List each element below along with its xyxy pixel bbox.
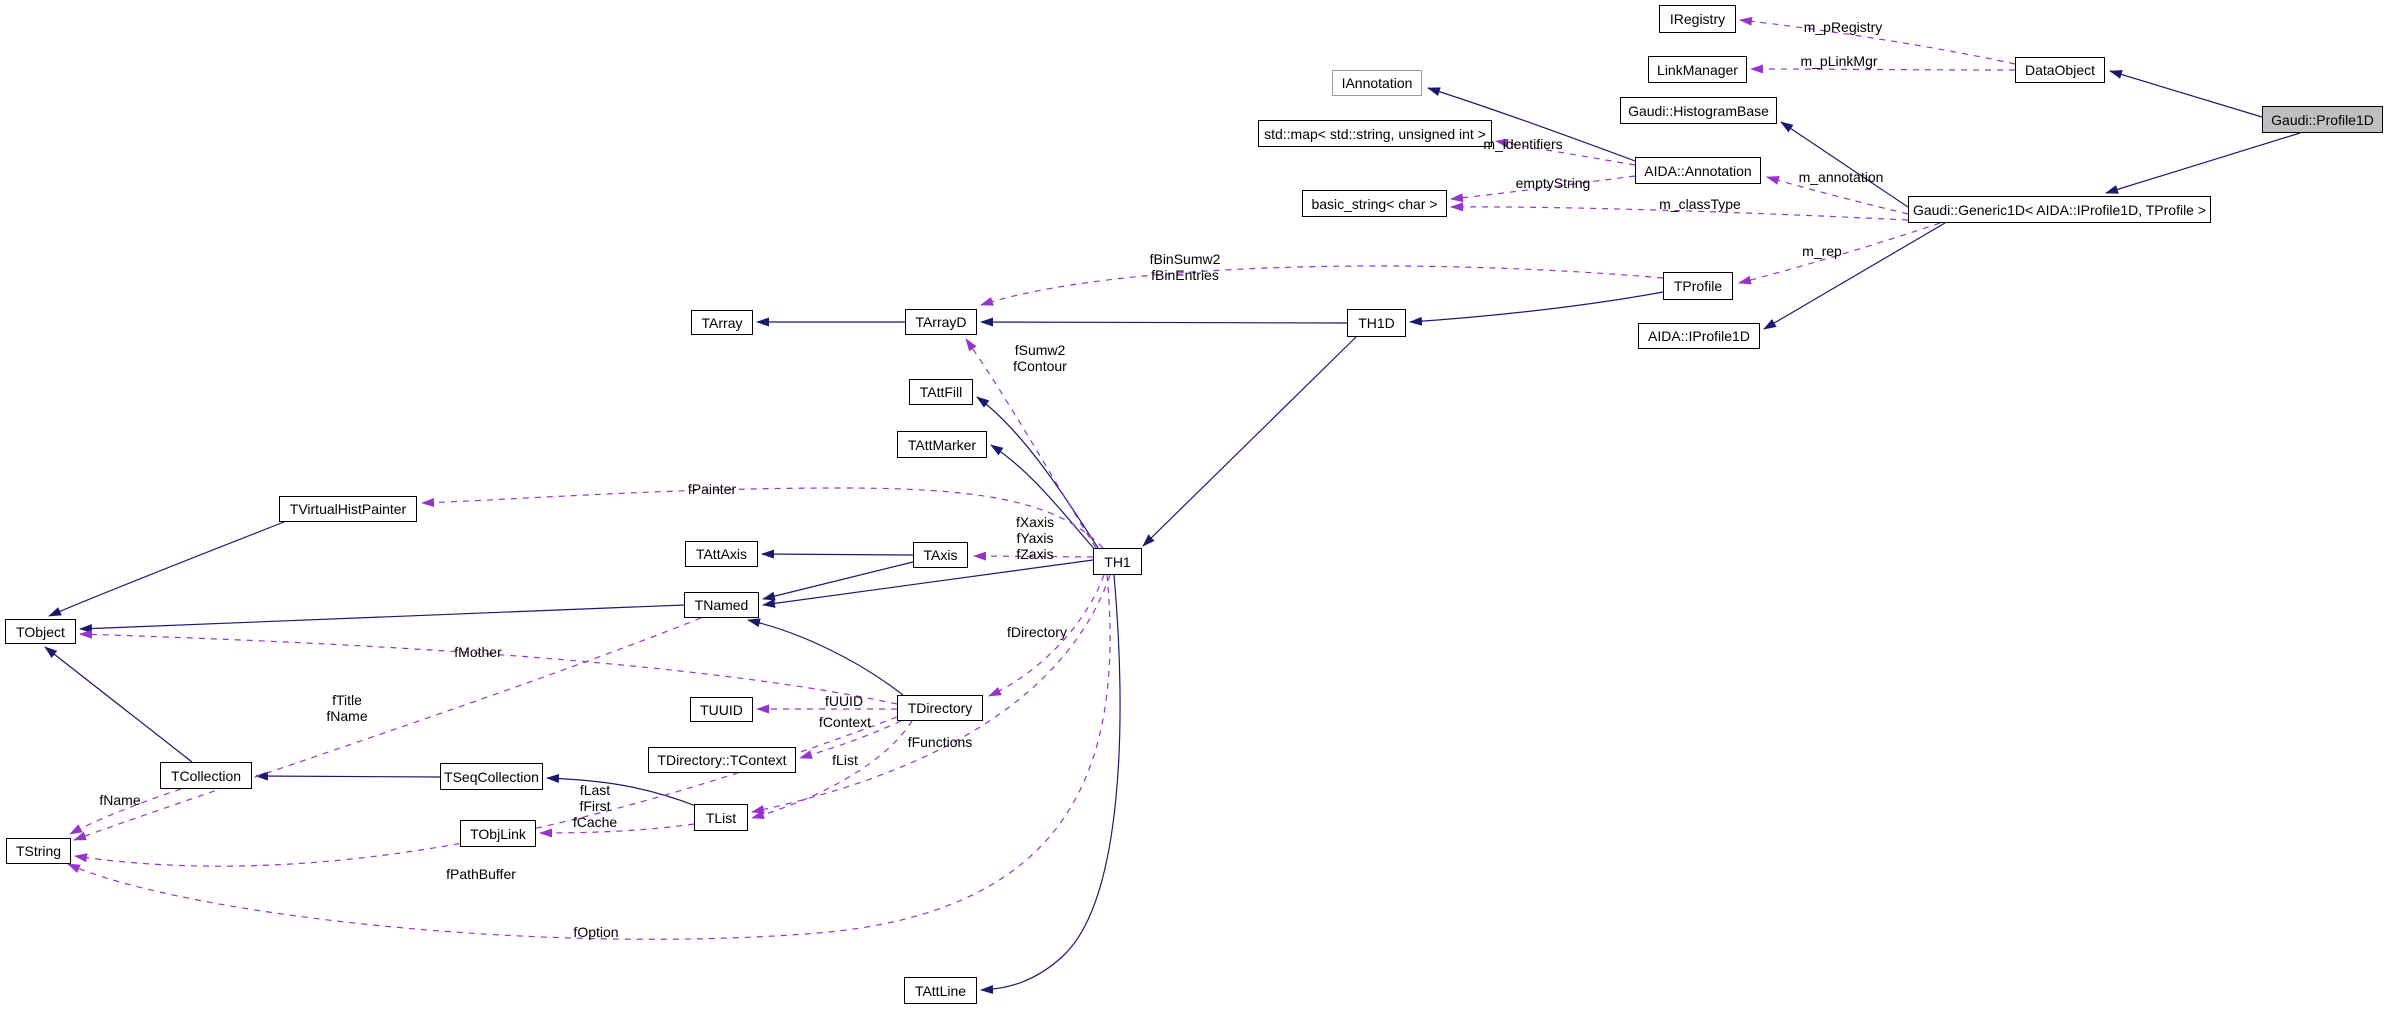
edge-tlist-to-tobjlink: [539, 823, 695, 838]
class-node-gaudi-histogrambase[interactable]: Gaudi::HistogramBase: [1620, 97, 1777, 124]
edge-label-m_annotation: m_annotation: [1798, 169, 1884, 185]
edge-th1d-to-th1: [1142, 336, 1357, 547]
edge-label-fPainter: fPainter: [687, 481, 737, 497]
edge-label-m_identifiers: m_identifiers: [1483, 136, 1563, 152]
edge-aida-annotation-to-iannotation: [1427, 87, 1636, 162]
class-node-tobject[interactable]: TObject: [5, 619, 76, 644]
class-node-tstring[interactable]: TString: [6, 838, 71, 864]
edge-label-emptyString: emptyString: [1515, 175, 1591, 191]
edge-taxis-to-tattaxis: [761, 549, 914, 559]
edge-label-fDirectory: fDirectory: [1007, 624, 1067, 640]
class-node-basic-string[interactable]: basic_string< char >: [1302, 190, 1447, 217]
edge-label-fTitle: fTitle fName: [326, 692, 368, 724]
class-node-linkmanager[interactable]: LinkManager: [1648, 56, 1747, 83]
edge-label-fSumw2: fSumw2 fContour: [1013, 342, 1067, 374]
edge-gaudi-generic1d-to-basic-string: [1450, 202, 1909, 221]
edge-th1-to-tattmarker: [990, 444, 1097, 552]
edge-dataobject-to-iregistry: [1739, 16, 2016, 65]
class-node-taxis[interactable]: TAxis: [913, 542, 968, 568]
edge-th1-to-tattline: [980, 574, 1121, 995]
edge-th1-to-tattfill: [976, 396, 1099, 549]
class-node-th1[interactable]: TH1: [1093, 548, 1142, 575]
edge-gaudi-generic1d-to-tprofile: [1738, 222, 1941, 285]
edge-th1-to-tvirtualhistpainter: [421, 487, 1104, 549]
edge-taxis-to-tnamed: [762, 561, 914, 601]
edge-th1d-to-tarrayd: [980, 317, 1348, 327]
edge-label-fXaxis: fXaxis fYaxis fZaxis: [1015, 514, 1055, 562]
class-node-tattfill[interactable]: TAttFill: [909, 379, 973, 405]
edge-label-fFunctions: fFunctions: [907, 734, 973, 750]
class-node-tlist[interactable]: TList: [694, 804, 748, 831]
edge-th1-to-taxis: [973, 551, 1094, 561]
edge-tcollection-to-tobject: [44, 646, 193, 763]
edge-tprofile-to-th1d: [1409, 291, 1664, 326]
edge-tnamed-to-tobject: [79, 604, 685, 634]
class-node-tarray[interactable]: TArray: [691, 310, 753, 335]
edge-label-fOption: fOption: [573, 924, 619, 940]
class-node-tnamed[interactable]: TNamed: [684, 592, 759, 618]
class-node-tdirectory[interactable]: TDirectory: [897, 695, 983, 721]
edge-label-fMother: fMother: [454, 644, 502, 660]
edge-tlist-to-tseqcollection: [546, 773, 697, 807]
edge-label-fBinSumw2: fBinSumw2 fBinEntries: [1149, 251, 1221, 283]
edge-gaudi-generic1d-to-gaudi-histogrambase: [1780, 121, 1909, 208]
edge-th1-to-tlist: [751, 574, 1111, 814]
class-node-tobjlink[interactable]: TObjLink: [460, 820, 536, 847]
edge-gaudi-generic1d-to-aida-annotation: [1766, 176, 1909, 215]
class-node-aida-annotation[interactable]: AIDA::Annotation: [1635, 157, 1761, 184]
edge-label-m_classType: m_classType: [1659, 196, 1741, 212]
edge-label-fPathBuffer: fPathBuffer: [446, 866, 516, 882]
class-node-tvirtualhistpainter[interactable]: TVirtualHistPainter: [279, 496, 417, 522]
edge-tdirectory-to-tlist: [751, 720, 913, 820]
edge-gaudi-profile1d-to-dataobject: [2109, 70, 2263, 118]
class-node-tprofile[interactable]: TProfile: [1663, 272, 1733, 300]
edge-tvirtualhistpainter-to-tobject: [48, 521, 285, 617]
edge-label-fUUID: fUUID: [824, 693, 864, 709]
edge-label-fContext: fContext: [818, 714, 872, 730]
edge-label-m_rep: m_rep: [1802, 243, 1842, 259]
edge-tprofile-to-tarrayd: [980, 265, 1664, 306]
class-node-tattline[interactable]: TAttLine: [904, 977, 977, 1004]
edge-tdirectory-to-tnamed: [747, 618, 904, 696]
class-node-iannotation[interactable]: IAnnotation: [1332, 70, 1422, 96]
edge-gaudi-generic1d-to-aida-iprofile1d: [1763, 222, 1946, 330]
class-node-aida-iprofile1d[interactable]: AIDA::IProfile1D: [1638, 323, 1760, 349]
edge-label-m_pLinkMgr: m_pLinkMgr: [1800, 53, 1878, 69]
class-node-gaudi-profile1d: Gaudi::Profile1D: [2262, 106, 2383, 133]
class-node-tcollection[interactable]: TCollection: [160, 762, 252, 789]
edge-tseqcollection-to-tcollection: [255, 771, 441, 781]
class-node-gaudi-generic1d[interactable]: Gaudi::Generic1D< AIDA::IProfile1D, TPro…: [1908, 196, 2211, 223]
edge-label-fName: fName: [99, 792, 141, 808]
class-node-dataobject[interactable]: DataObject: [2015, 57, 2105, 83]
class-node-tuuid[interactable]: TUUID: [690, 697, 753, 722]
edge-tdirectory-to-tdirectory-tcontext: [799, 720, 902, 759]
class-node-iregistry[interactable]: IRegistry: [1659, 5, 1736, 33]
edge-label-m_pRegistry: m_pRegistry: [1803, 19, 1883, 35]
class-node-tarrayd[interactable]: TArrayD: [905, 309, 977, 335]
edge-th1-to-tdirectory: [988, 574, 1105, 697]
edge-th1-to-tarrayd: [965, 338, 1097, 549]
class-node-tattaxis[interactable]: TAttAxis: [685, 541, 758, 567]
class-node-tdirectory-tcontext[interactable]: TDirectory::TContext: [648, 747, 796, 773]
class-node-tseqcollection[interactable]: TSeqCollection: [440, 763, 543, 790]
edge-th1-to-tnamed: [762, 559, 1094, 608]
edge-tnamed-to-tstring: [73, 617, 702, 841]
class-node-std-map[interactable]: std::map< std::string, unsigned int >: [1258, 120, 1492, 147]
class-node-tattmarker[interactable]: TAttMarker: [897, 431, 987, 458]
edge-aida-annotation-to-std-map: [1495, 138, 1636, 166]
class-node-th1d[interactable]: TH1D: [1347, 309, 1406, 337]
edge-th1-to-tstring: [67, 574, 1111, 940]
edge-label-fLast: fLast fFirst fCache: [572, 782, 618, 830]
edge-tcollection-to-tstring: [69, 788, 182, 835]
edge-gaudi-profile1d-to-gaudi-generic1d: [2105, 132, 2301, 194]
edge-label-fList: fList: [832, 752, 858, 768]
edge-dataobject-to-linkmanager: [1750, 64, 2016, 74]
